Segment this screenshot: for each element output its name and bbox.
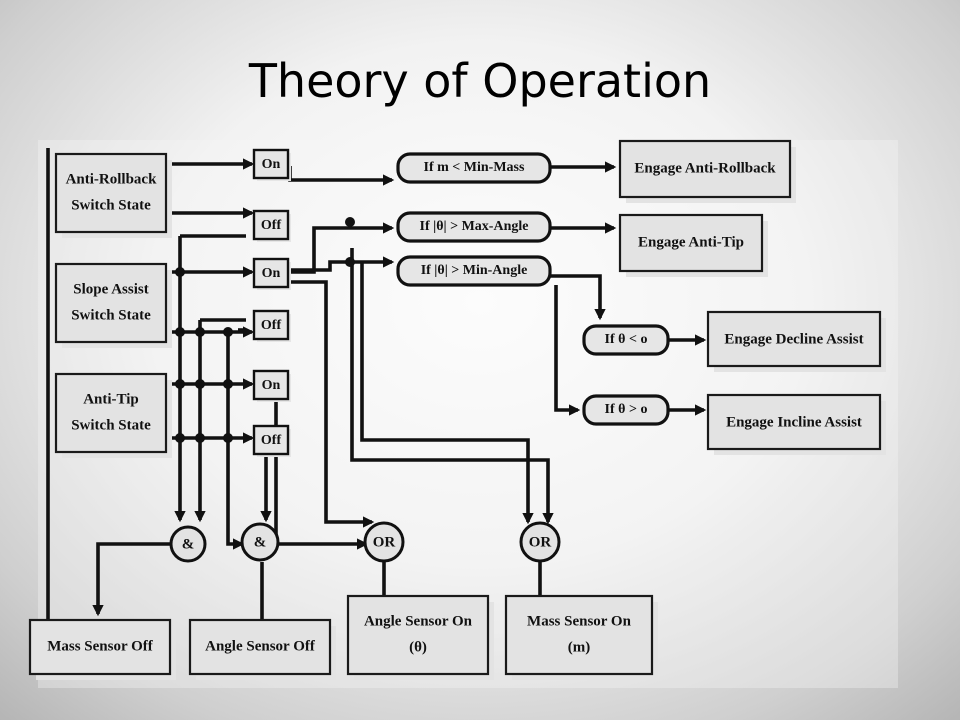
- svg-text:OR: OR: [373, 534, 396, 550]
- state-on-3: On: [252, 369, 291, 402]
- svg-text:If m < Min-Mass: If m < Min-Mass: [424, 160, 525, 175]
- anti-tip-line2: Switch State: [71, 417, 151, 433]
- condition-theta-positive: If θ > o: [582, 394, 670, 426]
- svg-text:Off: Off: [261, 218, 282, 233]
- slope-assist-line2: Switch State: [71, 307, 151, 323]
- connector-wires: [46, 148, 707, 678]
- condition-min-mass: If m < Min-Mass: [396, 152, 552, 184]
- slide-title: Theory of Operation: [248, 54, 712, 108]
- svg-text:&: &: [254, 534, 267, 550]
- svg-text:Off: Off: [261, 433, 282, 448]
- anti-rollback-line1: Anti-Rollback: [66, 171, 158, 187]
- junction-dots: [175, 217, 355, 443]
- engage-decline-assist-box: Engage Decline Assist: [706, 310, 886, 372]
- svg-text:Engage Decline Assist: Engage Decline Assist: [724, 331, 863, 347]
- or-gate-1: OR: [363, 521, 405, 563]
- svg-text:Engage Anti-Tip: Engage Anti-Tip: [638, 234, 744, 250]
- svg-text:(m): (m): [568, 639, 591, 655]
- svg-text:If θ > o: If θ > o: [605, 402, 648, 417]
- state-on-1: On: [252, 148, 291, 181]
- condition-max-angle: If |θ| > Max-Angle: [396, 211, 552, 243]
- svg-text:Mass Sensor Off: Mass Sensor Off: [47, 638, 154, 654]
- slope-assist-switch-box: Slope Assist Switch State: [54, 262, 172, 348]
- svg-text:Mass Sensor On: Mass Sensor On: [527, 613, 632, 629]
- state-off-3: Off: [252, 424, 291, 457]
- anti-tip-line1: Anti-Tip: [83, 391, 139, 407]
- svg-text:OR: OR: [529, 534, 552, 550]
- svg-text:Angle Sensor On: Angle Sensor On: [364, 613, 473, 629]
- and-gate-2: &: [240, 522, 280, 562]
- svg-text:If |θ| > Min-Angle: If |θ| > Min-Angle: [421, 263, 528, 278]
- svg-text:On: On: [262, 378, 281, 393]
- svg-text:On: On: [262, 266, 281, 281]
- condition-min-angle: If |θ| > Min-Angle: [396, 255, 552, 287]
- svg-text:Angle Sensor Off: Angle Sensor Off: [205, 638, 316, 654]
- angle-sensor-on-box: Angle Sensor On (θ): [346, 594, 494, 680]
- state-off-2: Off: [252, 309, 291, 342]
- slope-assist-line1: Slope Assist: [73, 281, 148, 297]
- svg-text:If |θ| > Max-Angle: If |θ| > Max-Angle: [420, 219, 529, 234]
- anti-tip-switch-box: Anti-Tip Switch State: [54, 372, 172, 458]
- svg-text:On: On: [262, 157, 281, 172]
- svg-text:Engage Incline Assist: Engage Incline Assist: [726, 414, 862, 430]
- anti-rollback-line2: Switch State: [71, 197, 151, 213]
- svg-text:If θ < o: If θ < o: [605, 332, 648, 347]
- or-gate-2: OR: [519, 521, 561, 563]
- engage-incline-assist-box: Engage Incline Assist: [706, 393, 886, 455]
- and-gate-1: &: [169, 525, 207, 563]
- mass-sensor-off-box: Mass Sensor Off: [28, 618, 176, 680]
- angle-sensor-off-box: Angle Sensor Off: [188, 618, 336, 680]
- anti-rollback-switch-box: Anti-Rollback Switch State: [54, 152, 172, 238]
- svg-text:Engage Anti-Rollback: Engage Anti-Rollback: [634, 160, 776, 176]
- svg-text:&: &: [182, 536, 195, 552]
- svg-text:(θ): (θ): [409, 639, 427, 655]
- engage-anti-tip-box: Engage Anti-Tip: [618, 213, 768, 277]
- svg-text:Off: Off: [261, 318, 282, 333]
- condition-theta-negative: If θ < o: [582, 324, 670, 356]
- state-on-2: On: [252, 257, 291, 290]
- mass-sensor-on-box: Mass Sensor On (m): [504, 594, 658, 680]
- engage-anti-rollback-box: Engage Anti-Rollback: [618, 139, 796, 203]
- state-off-1: Off: [252, 209, 291, 242]
